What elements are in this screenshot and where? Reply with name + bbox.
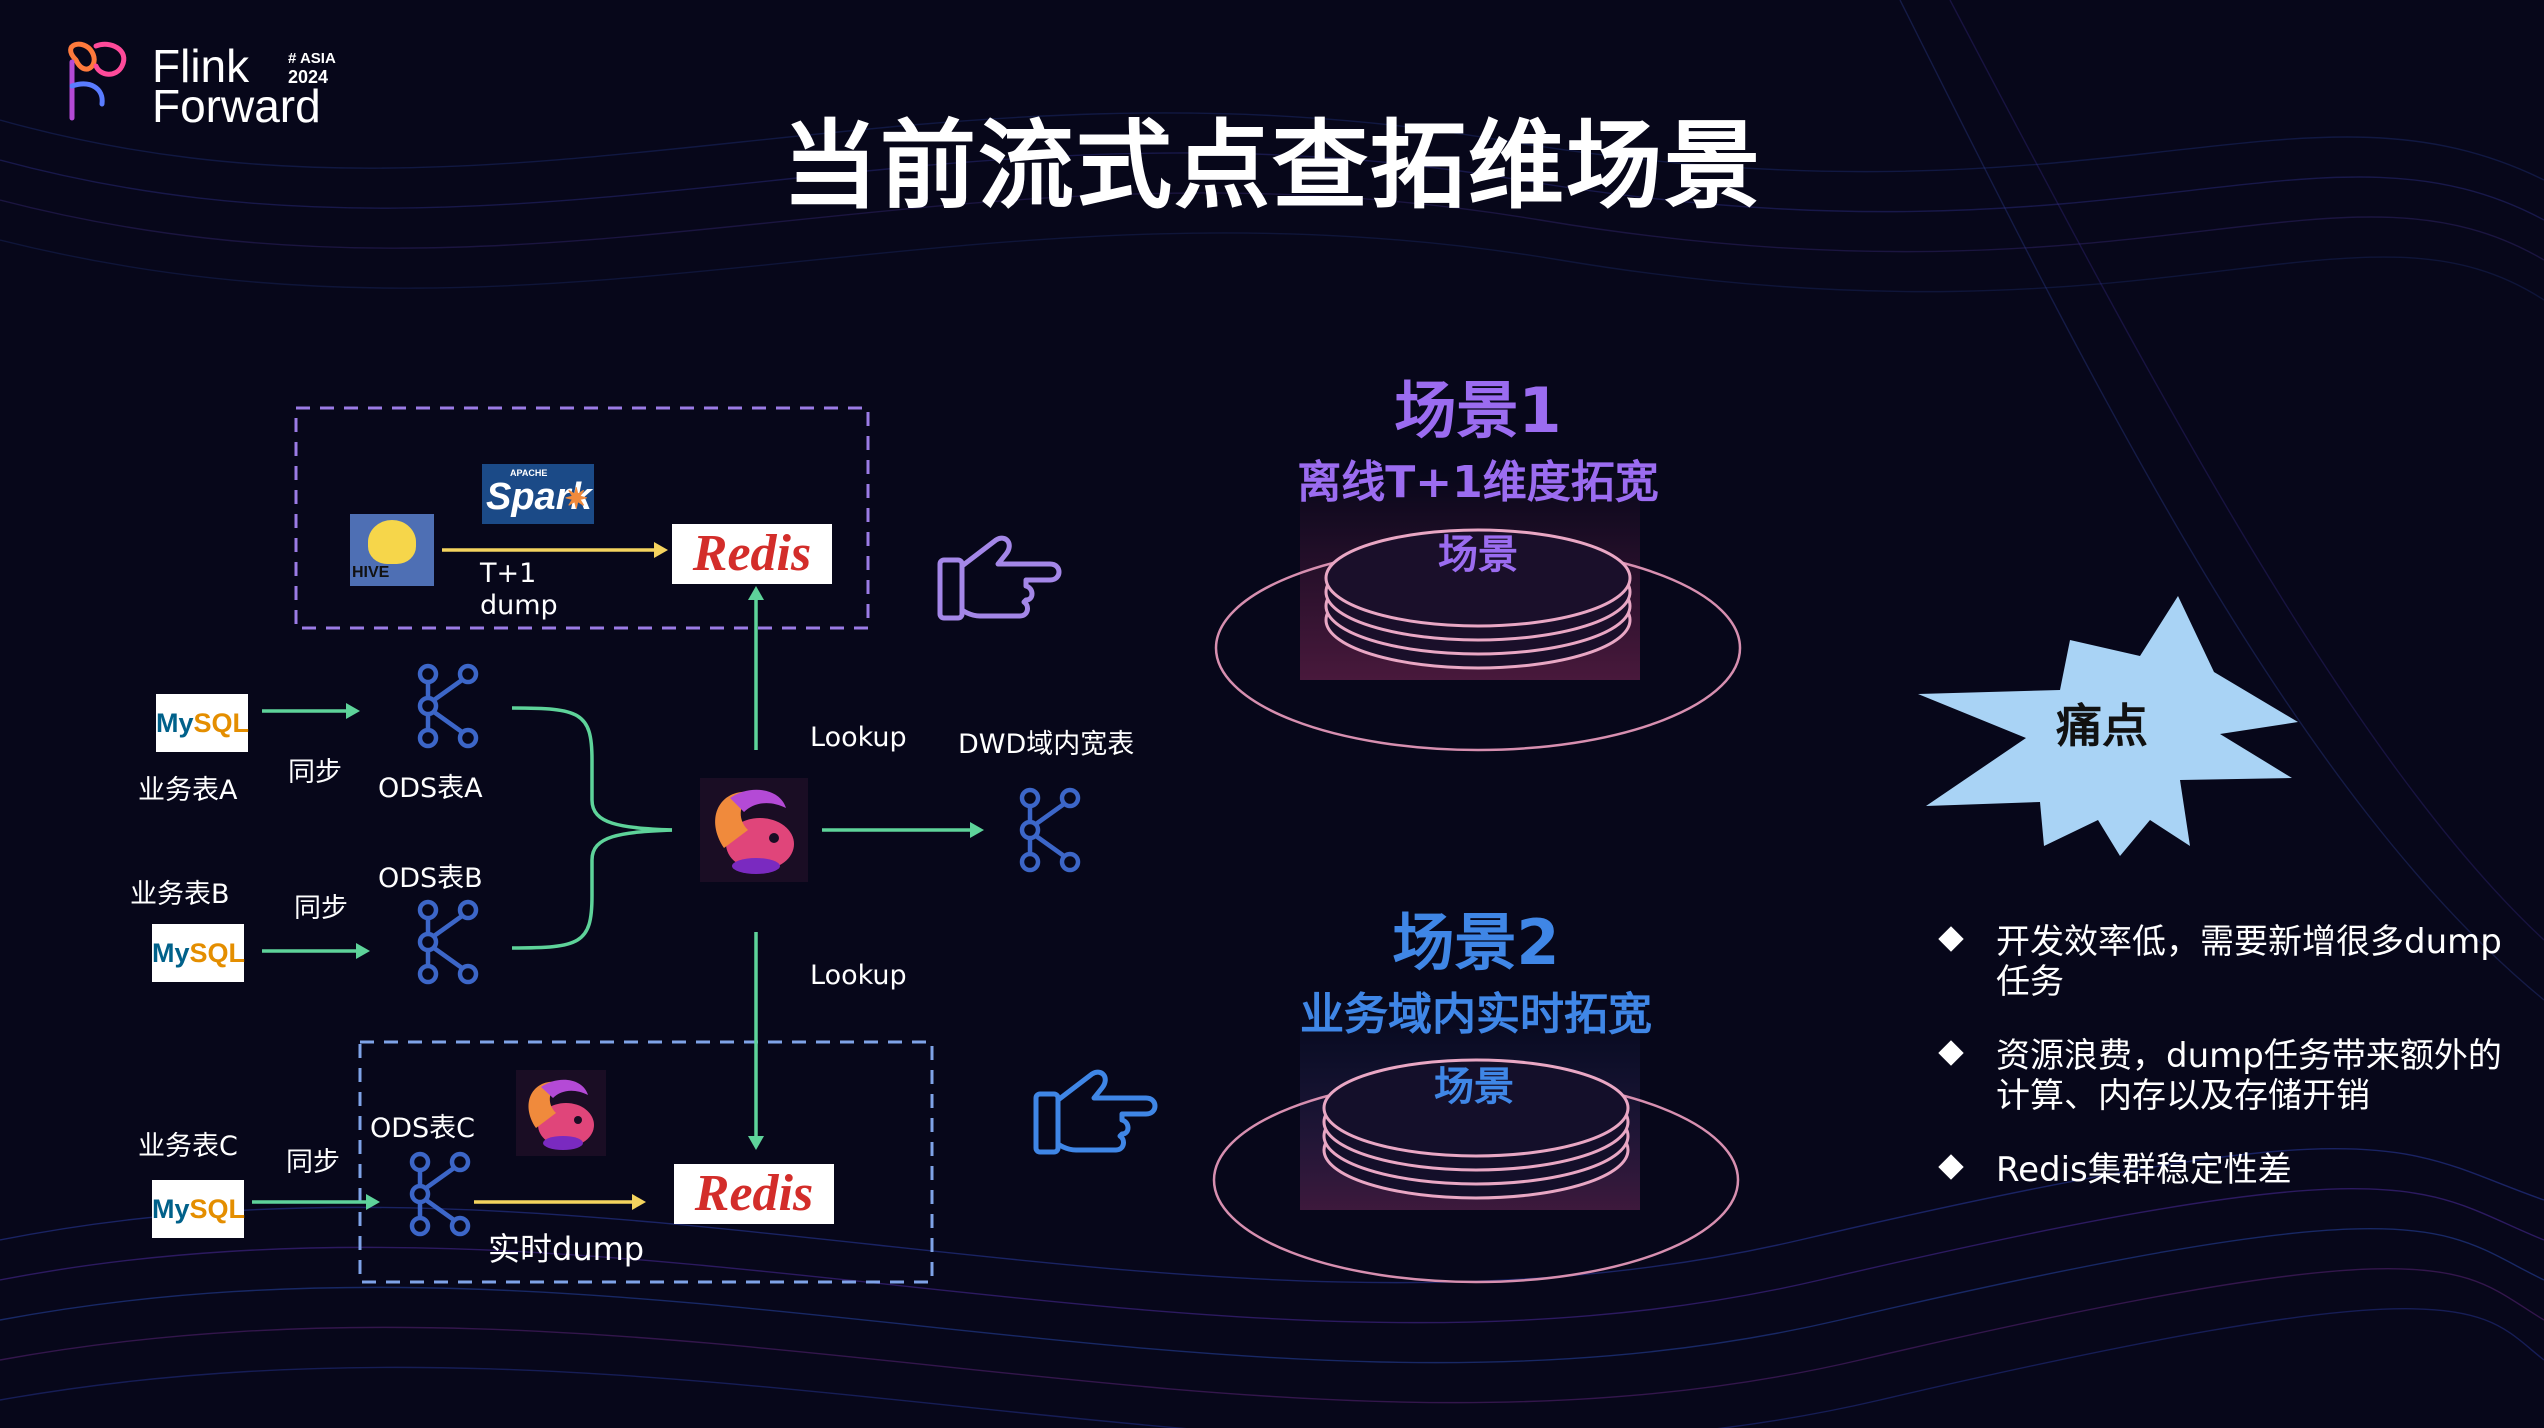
flink-forward-logo-mark xyxy=(68,41,127,121)
redis-logo-offline: Redis xyxy=(672,524,832,584)
kafka-icon-ods-b xyxy=(417,899,479,985)
realtime-dump-box xyxy=(358,1040,934,1284)
lookup-label-top: Lookup xyxy=(810,722,907,753)
logo-text-forward: Forward xyxy=(152,80,321,132)
pain-item-text: 资源浪费，dump任务带来额外的计算、内存以及存储开销 xyxy=(1996,1036,2502,1116)
scene1-subtitle: 离线T+1维度拓宽 xyxy=(1297,457,1659,508)
mysql-my: My xyxy=(156,708,194,738)
hive-logo-text: HIVE xyxy=(352,564,390,581)
flink-squirrel-icon-main xyxy=(700,778,808,882)
sync-label-c: 同步 xyxy=(286,1147,340,1178)
diamond-bullet-icon xyxy=(1938,1154,1964,1180)
pain-item: 资源浪费，dump任务带来额外的计算、内存以及存储开销 xyxy=(1938,1036,2518,1116)
mysql-sql: SQL xyxy=(189,938,246,968)
ods-label-b: ODS表B xyxy=(378,863,483,894)
source-label-a: 业务表A xyxy=(138,775,238,806)
source-label-c: 业务表C xyxy=(138,1131,238,1162)
pain-item: 开发效率低，需要新增很多dump任务 xyxy=(1938,922,2518,1002)
scene2-label: 场景 xyxy=(1434,1064,1514,1110)
scene1-pod xyxy=(1214,470,1742,752)
mysql-my: My xyxy=(152,1194,190,1224)
spark-logo-text: Spark xyxy=(486,476,592,518)
mysql-my: My xyxy=(152,938,190,968)
dwd-label: DWD域内宽表 xyxy=(958,729,1135,760)
pain-item-text: 开发效率低，需要新增很多dump任务 xyxy=(1996,922,2502,1002)
scene2-title: 场景2 xyxy=(1392,906,1560,979)
t1-dump-label-line1: T+1 xyxy=(480,558,537,589)
lookup-label-bottom: Lookup xyxy=(810,960,907,991)
pointing-hand-icon-scene2 xyxy=(1033,1069,1158,1155)
flink-squirrel-icon-realtime xyxy=(516,1070,606,1156)
realtime-dump-label: 实时dump xyxy=(488,1230,645,1268)
logo-text-flink: Flink xyxy=(152,40,250,92)
pain-item: Redis集群稳定性差 xyxy=(1938,1150,2518,1190)
arrow-heads-yellow xyxy=(632,542,668,1210)
dump-arrows xyxy=(442,548,656,1204)
page-title: 当前流式点查拓维场景 xyxy=(782,110,1762,222)
logo-edition: # ASIA xyxy=(288,50,336,67)
mysql-logo-b: MySQL xyxy=(152,924,246,982)
pain-title: 痛点 xyxy=(2056,699,2148,753)
hive-logo: HIVE xyxy=(350,514,434,586)
mysql-sql: SQL xyxy=(193,708,250,738)
diamond-bullet-icon xyxy=(1938,1040,1964,1066)
redis-logo-realtime: Redis xyxy=(674,1164,834,1224)
kafka-icon-dwd xyxy=(1019,787,1081,873)
ods-label-c: ODS表C xyxy=(370,1113,476,1144)
kafka-icon-ods-c xyxy=(409,1151,471,1237)
scene2-subtitle: 业务域内实时拓宽 xyxy=(1300,989,1652,1040)
pain-starburst xyxy=(1918,596,2298,856)
pain-list: 开发效率低，需要新增很多dump任务 资源浪费，dump任务带来额外的计算、内存… xyxy=(1938,922,2518,1224)
mysql-sql: SQL xyxy=(189,1194,246,1224)
mysql-logo-a: MySQL xyxy=(156,694,250,752)
logo-year: 2024 xyxy=(288,67,329,87)
sync-label-a: 同步 xyxy=(288,757,342,788)
mysql-logo-c: MySQL xyxy=(152,1180,246,1238)
hive-bee-icon xyxy=(368,520,416,564)
scene1-title: 场景1 xyxy=(1394,374,1562,447)
pointing-hand-icon-scene1 xyxy=(937,535,1062,621)
spark-logo: APACHE Spark ✷ xyxy=(482,464,594,524)
pain-item-text: Redis集群稳定性差 xyxy=(1996,1150,2292,1190)
ods-label-a: ODS表A xyxy=(378,773,483,804)
sync-label-b: 同步 xyxy=(294,893,348,924)
arrow-heads-green xyxy=(346,586,984,1210)
spark-apache-text: APACHE xyxy=(510,468,548,478)
sync-arrows xyxy=(252,600,974,1204)
diamond-bullet-icon xyxy=(1938,926,1964,952)
offline-dump-box xyxy=(294,406,870,630)
spark-star-icon: ✷ xyxy=(564,483,588,514)
t1-dump-label-line2: dump xyxy=(480,590,558,621)
scene1-label: 场景 xyxy=(1438,532,1518,578)
source-label-b: 业务表B xyxy=(130,879,230,910)
kafka-icon-ods-a xyxy=(417,663,479,749)
scene2-pod xyxy=(1212,1000,1740,1284)
